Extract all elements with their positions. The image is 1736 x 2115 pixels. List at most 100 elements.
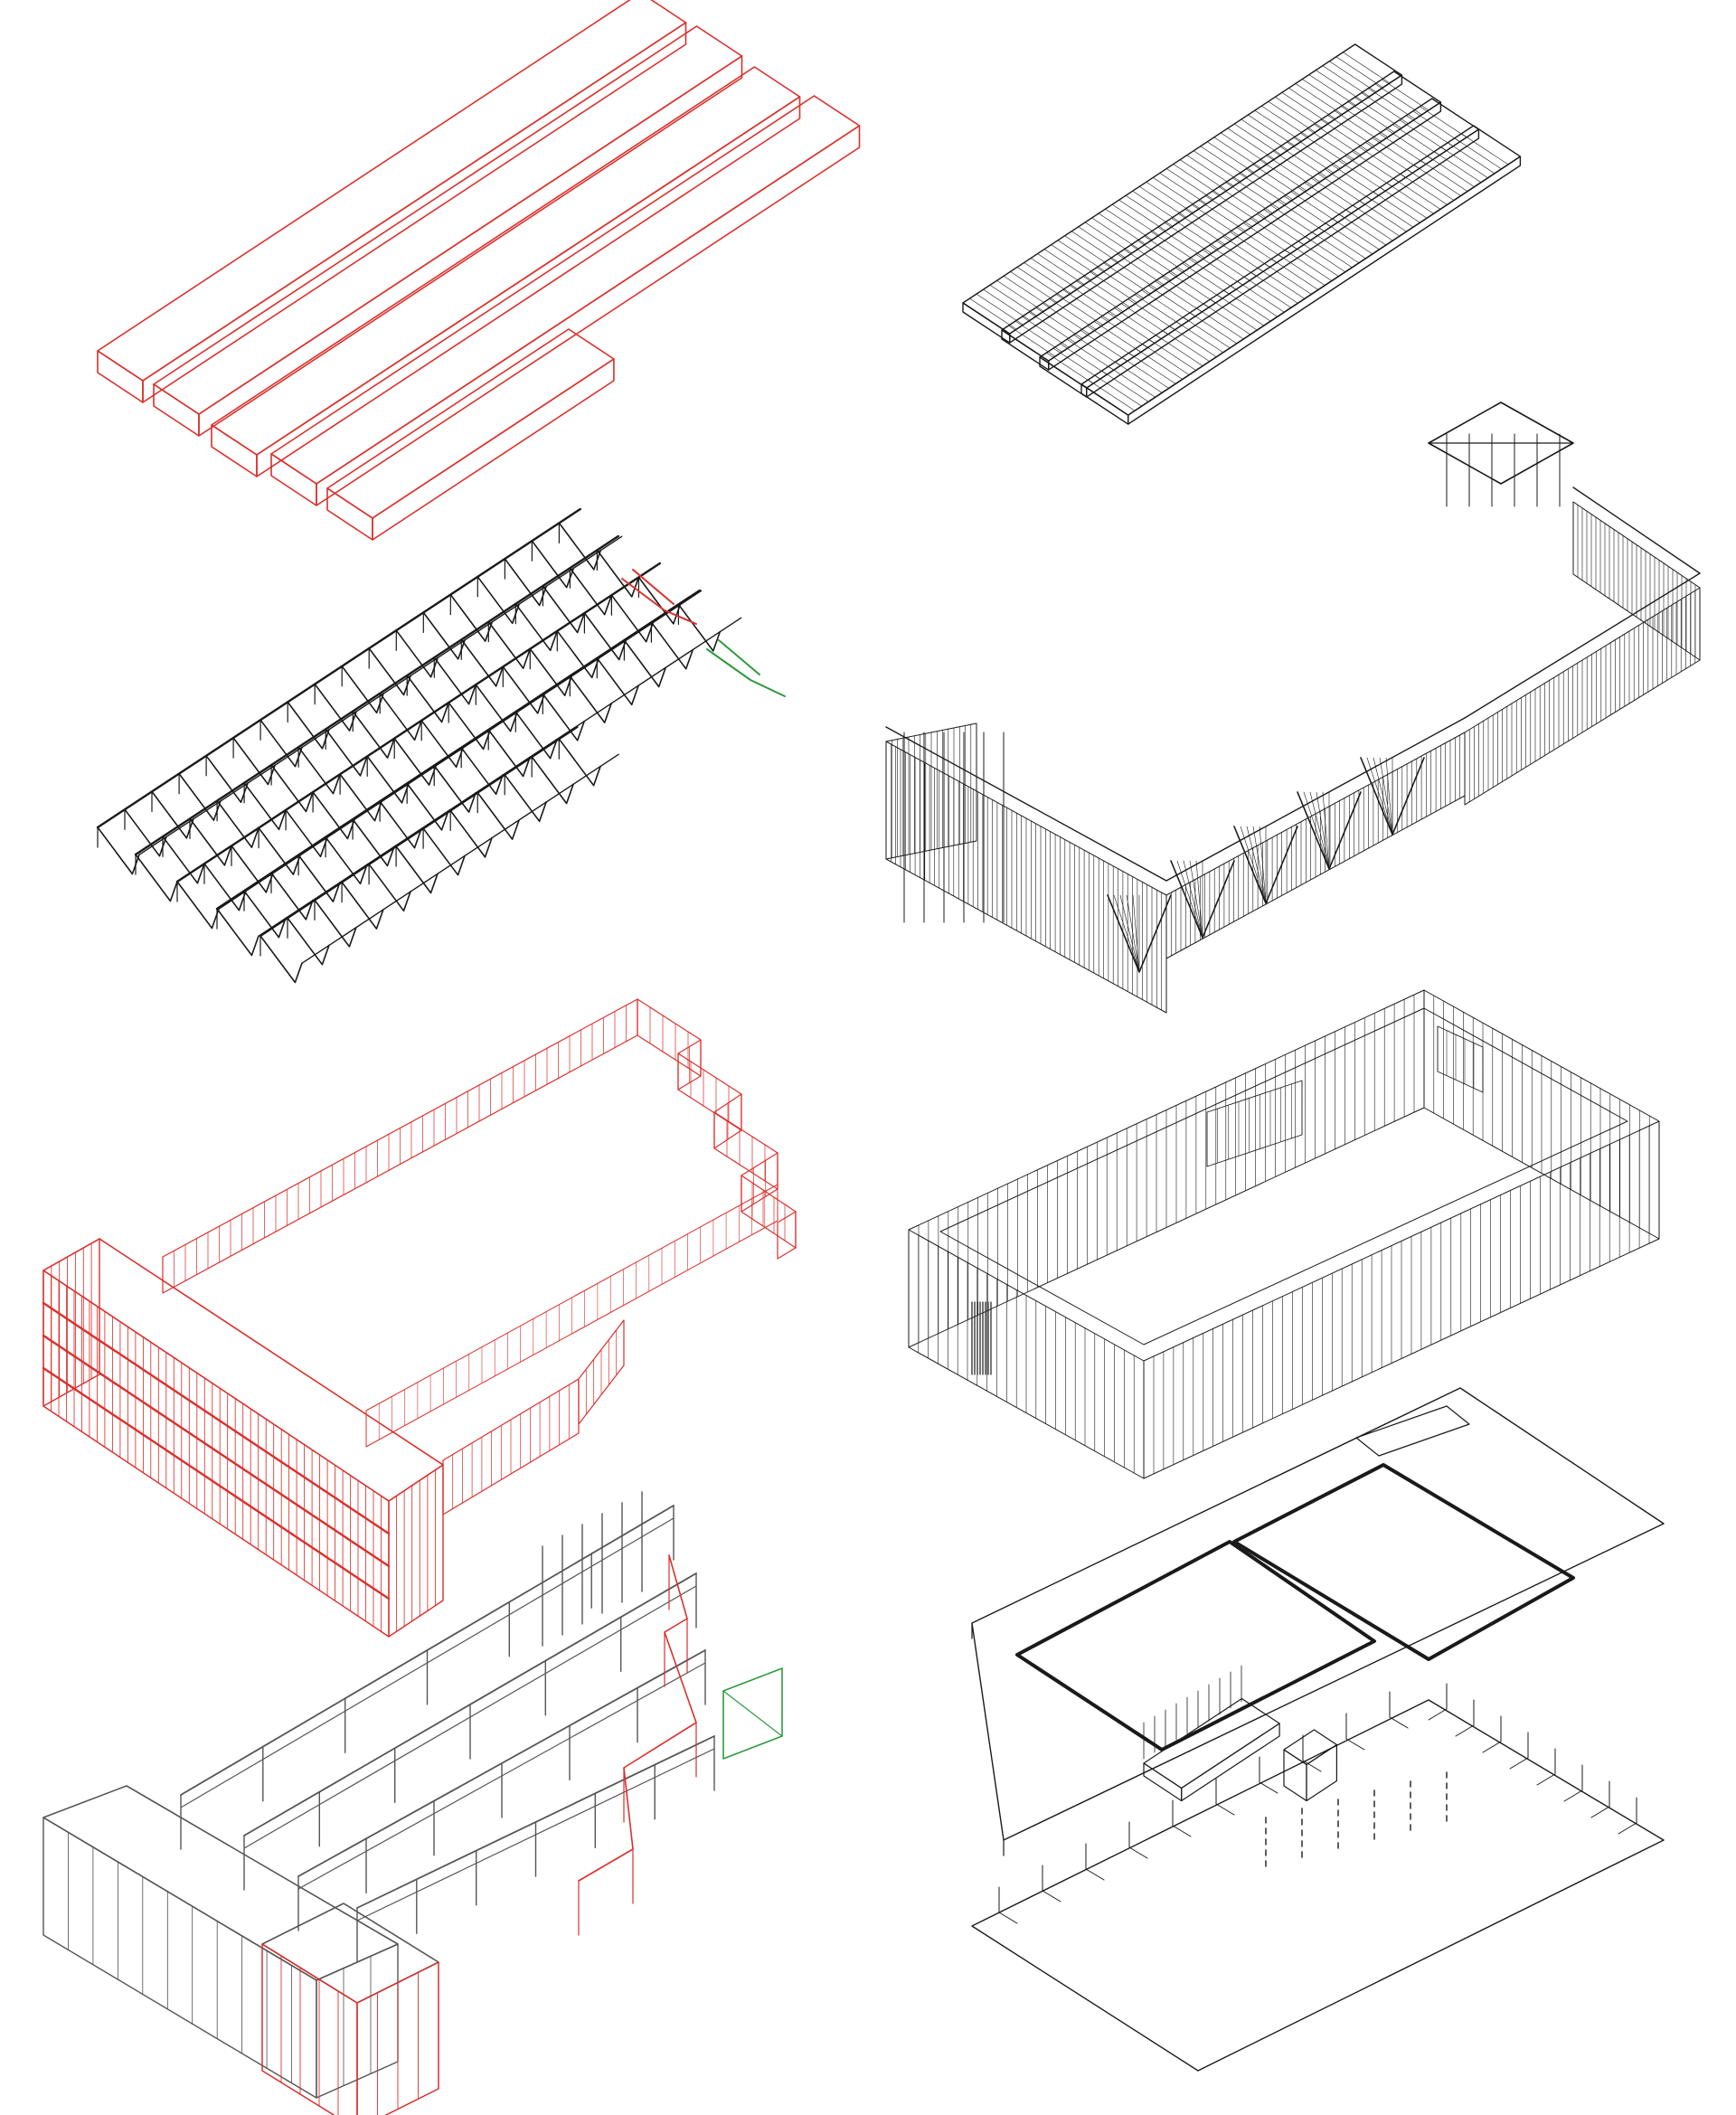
corrugation-rib	[1263, 209, 1311, 241]
corrugation-rib	[1325, 168, 1373, 201]
corrugation-rib	[1335, 56, 1383, 89]
facade-step-wall-8	[777, 1211, 797, 1260]
truss-web	[504, 558, 548, 607]
corrugation-rib	[1281, 92, 1329, 124]
corrugation-rib	[1060, 343, 1108, 375]
corrugated-slab-4	[1080, 125, 1522, 425]
frame-beam-2	[243, 1572, 697, 1891]
perimeter-inner-edge	[939, 1007, 1628, 1345]
corrugation-rib	[1141, 289, 1189, 322]
truss-web	[514, 602, 559, 652]
truss-web	[287, 917, 330, 966]
corrugation-rib	[1311, 231, 1360, 264]
corrugation-rib	[1291, 245, 1339, 277]
truss-row-1	[96, 507, 623, 875]
mid-block-wall-2	[578, 1319, 625, 1425]
left-roof-trusses-layer	[96, 507, 786, 984]
truss-web	[270, 764, 314, 813]
corrugation-rib	[1080, 329, 1127, 362]
truss-web	[637, 576, 682, 625]
room-partition	[1428, 1708, 1448, 1721]
room-partition	[1042, 1890, 1061, 1903]
corrugation-rib	[1413, 165, 1461, 196]
corrugation-rib	[1209, 244, 1257, 277]
corrugation-rib	[1288, 88, 1336, 119]
corrugation-rib	[1200, 146, 1248, 178]
corrugation-rib	[1310, 177, 1359, 210]
corrugation-rib	[1057, 240, 1106, 272]
corrugation-rib	[1069, 285, 1118, 316]
corrugated-slab-body-top	[1039, 98, 1480, 389]
walkway-left-box	[885, 722, 1005, 923]
corrugation-rib	[1146, 182, 1194, 213]
truss-web	[610, 594, 655, 643]
room-partition	[998, 1912, 1018, 1924]
corrugation-rib	[1183, 316, 1231, 349]
corrugation-rib	[1461, 133, 1509, 165]
green-brace	[722, 1690, 783, 1737]
corrugation-rib	[1066, 338, 1114, 371]
perimeter-side-wall-face	[1143, 1120, 1660, 1479]
corrugation-rib	[1155, 280, 1203, 313]
room-partition	[1389, 1716, 1409, 1729]
corrugation-rib	[1022, 316, 1070, 348]
room-partition	[1302, 1760, 1322, 1772]
corrugation-rib	[1016, 267, 1065, 298]
frame-beam-1	[180, 1505, 675, 1850]
walkway-top-truss	[1428, 401, 1574, 507]
corrugation-rib	[1175, 321, 1224, 354]
corrugation-rib	[1245, 168, 1294, 201]
funnel-truss-4	[1297, 791, 1362, 870]
facade-mid-block	[442, 1319, 625, 1515]
frame-red-block	[261, 1903, 439, 2115]
truss-bottom-chord	[218, 590, 703, 910]
corrugation-rib	[1030, 258, 1079, 289]
truss-web	[243, 890, 287, 939]
corrugation-rib	[1156, 335, 1203, 367]
truss-web	[178, 772, 222, 821]
truss-web	[583, 612, 627, 661]
corrugation-rib	[1239, 173, 1287, 205]
corrugation-rib	[1237, 280, 1285, 313]
corrugation-rib	[1114, 307, 1162, 340]
corrugation-rib	[1091, 217, 1139, 250]
corrugation-rib	[1290, 191, 1338, 223]
corrugation-rib	[1175, 267, 1223, 299]
truss-web	[205, 754, 249, 804]
truss-web	[433, 764, 476, 813]
mid-block-wall-face	[442, 1378, 580, 1515]
corrugation-rib	[1210, 298, 1258, 331]
roof-plane-2-top	[153, 25, 743, 415]
corrugation-rib	[1266, 155, 1314, 187]
corrugated-slab-body	[962, 43, 1403, 344]
right-corrugated-roof-layer	[962, 43, 1522, 425]
truss-web	[135, 854, 178, 902]
corrugation-rib	[1108, 365, 1156, 398]
corrugation-rib	[1162, 330, 1211, 363]
truss-web	[422, 827, 466, 876]
corrugation-rib	[1147, 285, 1196, 317]
funnel-strut	[1176, 860, 1203, 939]
corrugation-rib	[1331, 164, 1379, 196]
corrugation-rib	[1275, 97, 1323, 128]
truss-web	[259, 935, 303, 984]
perimeter-side-wall	[1143, 1120, 1660, 1479]
truss-web	[176, 881, 220, 930]
truss-red-web	[621, 578, 697, 625]
funnel-strut	[1303, 791, 1330, 870]
walkway-upper-arm	[1464, 572, 1701, 806]
truss-web	[270, 872, 314, 921]
canopy-slab-front	[1181, 1723, 1280, 1802]
walkway-top-return-rail	[1572, 486, 1701, 574]
corrugation-rib	[1078, 226, 1126, 259]
corrugation-rib	[1322, 65, 1370, 97]
corrugation-rib	[1138, 186, 1187, 218]
funnel-strut	[1385, 757, 1393, 836]
facade-step-wall-2	[677, 1039, 702, 1091]
truss-web	[406, 675, 449, 723]
perimeter-inner-partition-1-face	[1206, 1080, 1303, 1167]
truss-web	[514, 711, 558, 760]
ground-floor-stair	[1283, 1729, 1338, 1802]
corrugation-rib	[996, 279, 1044, 312]
truss-top-chord	[96, 507, 581, 829]
